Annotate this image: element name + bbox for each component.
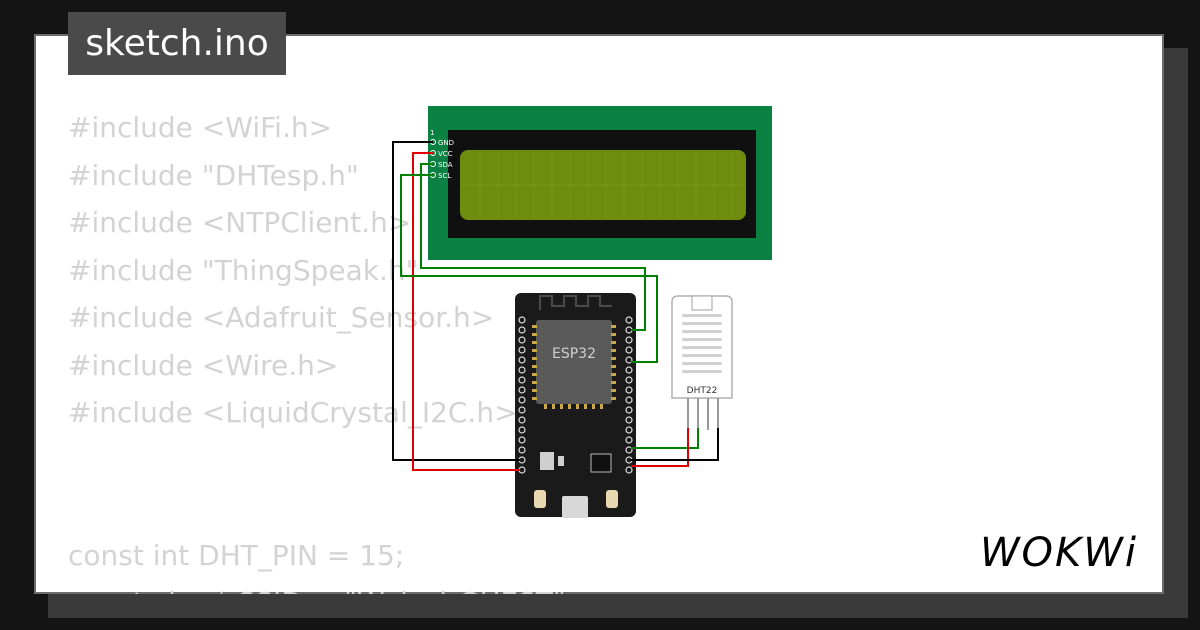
wire-dht-gnd[interactable] xyxy=(631,428,719,461)
dht22-sensor[interactable]: DHT22 xyxy=(671,295,733,430)
esp32-module-pins xyxy=(532,325,616,409)
lcd-pin1-label: 1 xyxy=(430,129,434,137)
wire-dht-data[interactable] xyxy=(631,428,699,449)
lcd-pin-label: SDA xyxy=(438,161,453,169)
lcd-pin-label: GND xyxy=(438,139,454,147)
wire-dht-vcc[interactable] xyxy=(631,428,689,467)
esp32-antenna xyxy=(539,295,612,310)
wokwi-logo: WOKWi xyxy=(980,530,1138,576)
esp32-regulator xyxy=(540,452,554,470)
esp32-usb-port xyxy=(562,496,588,518)
bottom-shadow xyxy=(48,594,1188,618)
code-line: #include <LiquidCrystal_I2C.h> xyxy=(68,396,518,429)
dht22-label: DHT22 xyxy=(687,386,718,396)
wires xyxy=(392,141,719,471)
file-tab[interactable]: sketch.ino xyxy=(68,12,286,75)
lcd-character-grid xyxy=(462,152,744,218)
esp32-regulator-tab xyxy=(558,456,564,466)
code-line: #include <Adafruit_Sensor.h> xyxy=(68,301,495,334)
lcd-display[interactable]: 1 GND VCC SDA SCL xyxy=(428,106,772,260)
dht22-grille xyxy=(682,314,722,373)
wire-scl[interactable] xyxy=(400,174,658,363)
esp32-en-button[interactable] xyxy=(606,490,618,508)
wire-vcc-lcd[interactable] xyxy=(412,152,520,471)
lcd-pin-label: VCC xyxy=(438,150,453,158)
code-line: #include <Wire.h> xyxy=(68,348,339,382)
esp32-usb-chip xyxy=(590,453,612,473)
esp32-header-pins xyxy=(518,316,633,474)
wokwi-logo-text: WOKWi xyxy=(980,530,1138,576)
esp32-board[interactable]: ESP32 xyxy=(515,293,636,518)
dht22-notch xyxy=(691,295,713,311)
esp32-module xyxy=(536,320,612,404)
code-line: #include <NTPClient.h> xyxy=(68,206,412,239)
code-line: #include <WiFi.h> xyxy=(68,111,333,144)
dht22-legs xyxy=(687,398,719,430)
wire-gnd-lcd[interactable] xyxy=(392,141,520,461)
code-line: const int DHT_PIN = 15; xyxy=(68,538,405,572)
lcd-pin-label: SCL xyxy=(438,172,451,180)
wire-sda[interactable] xyxy=(420,163,646,331)
esp32-boot-button[interactable] xyxy=(534,490,546,508)
code-line: #include "ThingSpeak.h" xyxy=(68,253,419,287)
code-line: #include "DHTesp.h" xyxy=(68,158,359,192)
esp32-label: ESP32 xyxy=(552,346,596,362)
